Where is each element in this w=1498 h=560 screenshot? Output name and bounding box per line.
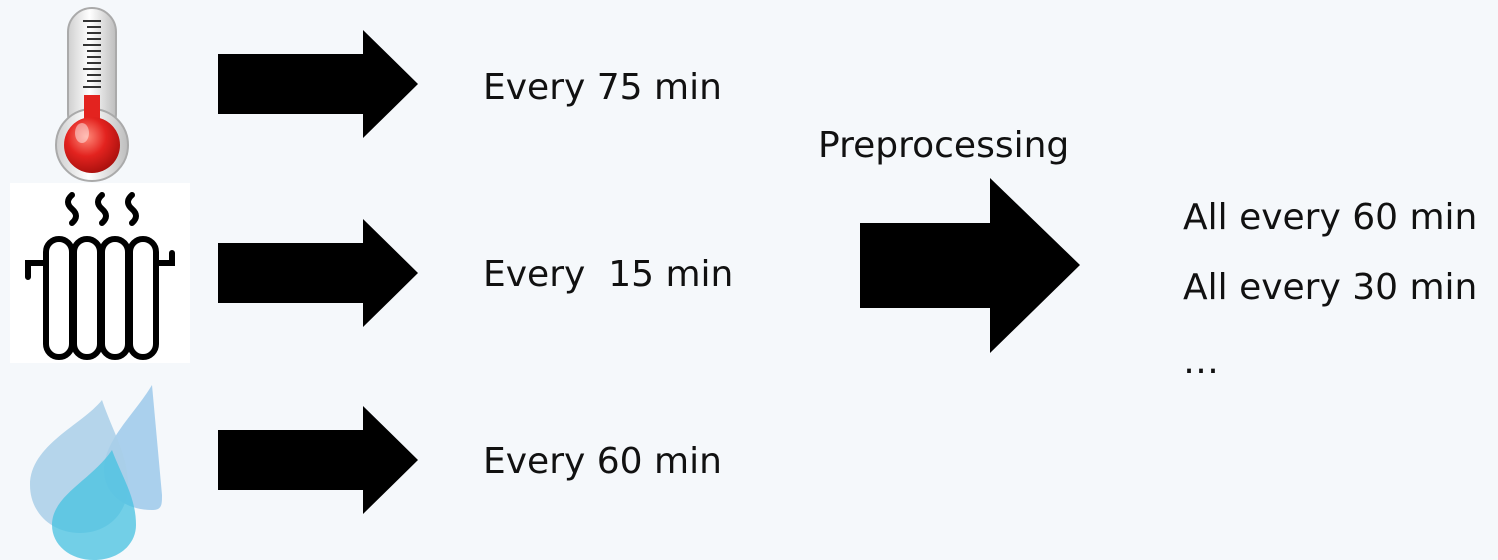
interval-label-water: Every 60 min: [483, 441, 722, 482]
thermometer-icon: [50, 5, 135, 183]
preprocessing-arrow: [860, 178, 1080, 353]
source-arrow-3: [218, 406, 418, 514]
output-ellipsis: …: [1183, 341, 1219, 382]
output-label-60: All every 60 min: [1183, 197, 1478, 238]
interval-label-temperature: Every 75 min: [483, 67, 722, 108]
water-drops-icon: [22, 385, 172, 560]
output-label-30: All every 30 min: [1183, 267, 1478, 308]
preprocessing-label: Preprocessing: [818, 125, 1070, 166]
source-arrow-1: [218, 30, 418, 138]
interval-label-heating: Every 15 min: [483, 254, 734, 295]
radiator-icon: [10, 183, 190, 363]
source-arrow-2: [218, 219, 418, 327]
